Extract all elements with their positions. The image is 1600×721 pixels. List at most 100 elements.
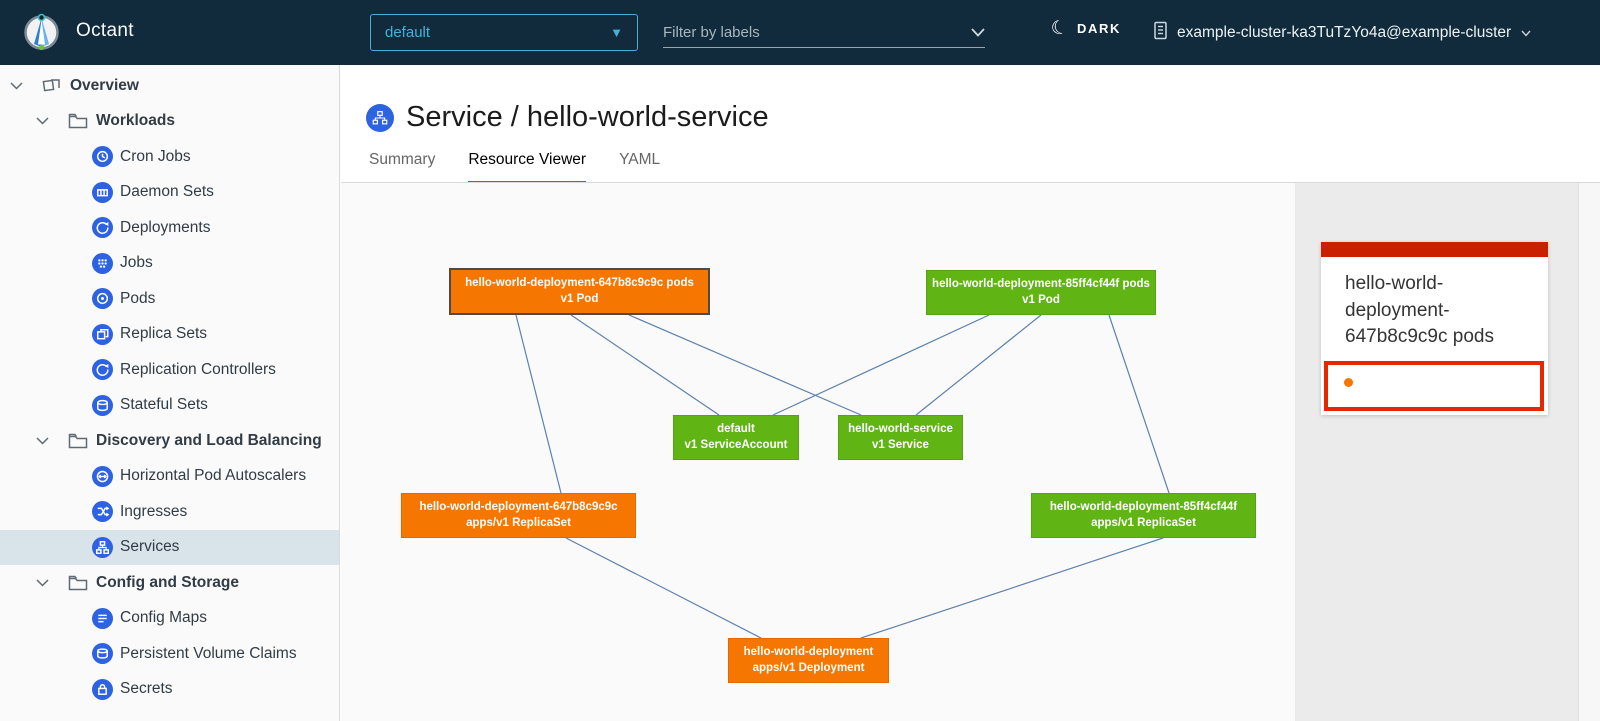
sidebar-item-label: Replica Sets [120, 325, 208, 343]
sidebar-item-label: Ingresses [120, 502, 188, 520]
dropdown-caret-icon: ▼ [610, 25, 623, 40]
sidebar-item-label: Jobs [120, 254, 153, 272]
daemon-sets-icon [92, 181, 113, 203]
node-kind: apps/v1 ReplicaSet [466, 516, 571, 529]
sidebar-item-label: Workloads [96, 112, 175, 130]
ingresses-icon [92, 501, 113, 523]
dark-theme-toggle[interactable]: ☾ DARK [1049, 16, 1121, 41]
expand-chevron-icon[interactable] [10, 82, 23, 90]
label-filter [663, 18, 985, 48]
resource-viewer-canvas[interactable]: hello-world-deployment-647b8c9c9c pods v1… [341, 183, 1600, 721]
graph-edge-pod-85f-sa [772, 314, 990, 416]
sidebar-item-label: Horizontal Pod Autoscalers [120, 467, 307, 485]
sidebar-item-label: Pods [120, 289, 156, 307]
graph-edge-pod-85f-svc [915, 314, 1042, 416]
sidebar-item-config-maps[interactable]: Config Maps [0, 601, 339, 637]
sidebar-item-label: Replication Controllers [120, 360, 276, 378]
cluster-name: example-cluster-ka3TuTzYo4a@example-clus… [1177, 24, 1512, 41]
config-maps-icon [92, 607, 113, 629]
graph-edges [515, 314, 1170, 639]
octant-logo-icon [20, 11, 63, 54]
graph-node-deploy[interactable]: hello-world-deployment apps/v1 Deployment [728, 638, 889, 683]
graph-edge-pod-647-rs-647 [515, 314, 562, 494]
node-kind: apps/v1 ReplicaSet [1091, 516, 1196, 529]
pods-icon [92, 288, 113, 310]
sidebar-item-deployments[interactable]: Deployments [0, 210, 339, 246]
sidebar-item-services[interactable]: Services [0, 529, 339, 565]
sidebar-item-label: Stateful Sets [120, 396, 208, 414]
tab-divider [341, 182, 1600, 183]
node-kind: v1 Service [872, 438, 929, 451]
node-name: hello-world-deployment-85ff4cf44f pods [932, 277, 1150, 290]
service-icon [366, 103, 394, 132]
page-title-row: Service / hello-world-service [366, 101, 769, 134]
sidebar-item-label: Services [120, 538, 180, 556]
warning-dot-icon [1344, 377, 1353, 387]
namespace-selected-value: default [385, 24, 431, 41]
sidebar-item-label: Config and Storage [96, 573, 239, 591]
tab-summary[interactable]: Summary [369, 151, 436, 168]
sidebar-item-replica-sets[interactable]: Replica Sets [0, 317, 339, 353]
card-status-bar [1321, 242, 1548, 257]
sidebar-item-horizontal-pod-autoscalers[interactable]: Horizontal Pod Autoscalers [0, 459, 339, 495]
node-kind: v1 Pod [560, 292, 599, 305]
sidebar-item-label: Config Maps [120, 609, 208, 627]
cluster-icon [1152, 21, 1169, 45]
sidebar-item-persistent-volume-claims[interactable]: Persistent Volume Claims [0, 636, 339, 672]
expand-chevron-icon[interactable] [36, 117, 49, 125]
app-header: Octant default ▼ ☾ DARK example-cluster-… [0, 0, 1600, 65]
sidebar-item-label: Overview [70, 76, 139, 94]
cluster-selector[interactable]: example-cluster-ka3TuTzYo4a@example-clus… [1152, 21, 1531, 45]
sidebar-item-overview[interactable]: Overview [0, 68, 339, 104]
tab-resource-viewer[interactable]: Resource Viewer [468, 151, 587, 184]
card-alert-box [1324, 360, 1544, 411]
node-kind: v1 Pod [1022, 293, 1060, 306]
node-name: default [717, 422, 755, 435]
graph-edge-pod-647-svc [628, 314, 862, 416]
sidebar-item-stateful-sets[interactable]: Stateful Sets [0, 388, 339, 424]
detail-panel: hello-world-deployment-647b8c9c9c pods [1295, 183, 1578, 721]
namespace-dropdown[interactable]: default ▼ [370, 14, 638, 51]
sidebar-item-jobs[interactable]: Jobs [0, 246, 339, 282]
applications-icon [42, 76, 62, 95]
sidebar-item-workloads[interactable]: Workloads [0, 104, 339, 140]
sidebar-item-pods[interactable]: Pods [0, 281, 339, 317]
expand-chevron-icon[interactable] [36, 579, 49, 587]
sidebar-item-ingresses[interactable]: Ingresses [0, 494, 339, 530]
theme-label: DARK [1077, 21, 1121, 36]
sidebar-item-config-and-storage[interactable]: Config and Storage [0, 565, 339, 601]
sidebar-item-label: Daemon Sets [120, 183, 214, 201]
sidebar-item-label: Discovery and Load Balancing [96, 431, 322, 449]
persistent-volume-claims-icon [92, 643, 113, 665]
deployments-icon [92, 217, 113, 239]
horizontal-pod-autoscalers-icon [92, 465, 113, 487]
scrollbar-track[interactable] [1578, 183, 1600, 721]
sidebar-item-discovery-and-load-balancing[interactable]: Discovery and Load Balancing [0, 423, 339, 459]
replication-controllers-icon [92, 359, 113, 381]
main-content: Service / hello-world-service Summary Re… [341, 65, 1600, 721]
expand-chevron-icon[interactable] [36, 437, 49, 445]
node-kind: apps/v1 Deployment [752, 661, 865, 674]
filter-chevron-down-icon[interactable] [971, 24, 985, 42]
services-icon [92, 536, 113, 558]
node-name: hello-world-deployment [743, 645, 874, 658]
graph-node-pod-85f[interactable]: hello-world-deployment-85ff4cf44f pods v1… [926, 270, 1156, 315]
tab-bar: Summary Resource Viewer YAML [369, 151, 660, 184]
sidebar-item-cron-jobs[interactable]: Cron Jobs [0, 139, 339, 175]
tab-yaml[interactable]: YAML [619, 151, 661, 168]
graph-edge-pod-85f-rs-85f [1108, 314, 1170, 494]
sidebar-item-daemon-sets[interactable]: Daemon Sets [0, 175, 339, 211]
cluster-chevron-down-icon [1521, 24, 1531, 42]
card-title: hello-world-deployment-647b8c9c9c pods [1345, 273, 1494, 348]
label-filter-input[interactable] [663, 24, 971, 41]
folder-icon [68, 575, 88, 591]
replica-sets-icon [92, 323, 113, 345]
sidebar-item-secrets[interactable]: Secrets [0, 672, 339, 708]
cron-jobs-icon [92, 146, 113, 168]
sidebar-item-replication-controllers[interactable]: Replication Controllers [0, 352, 339, 388]
